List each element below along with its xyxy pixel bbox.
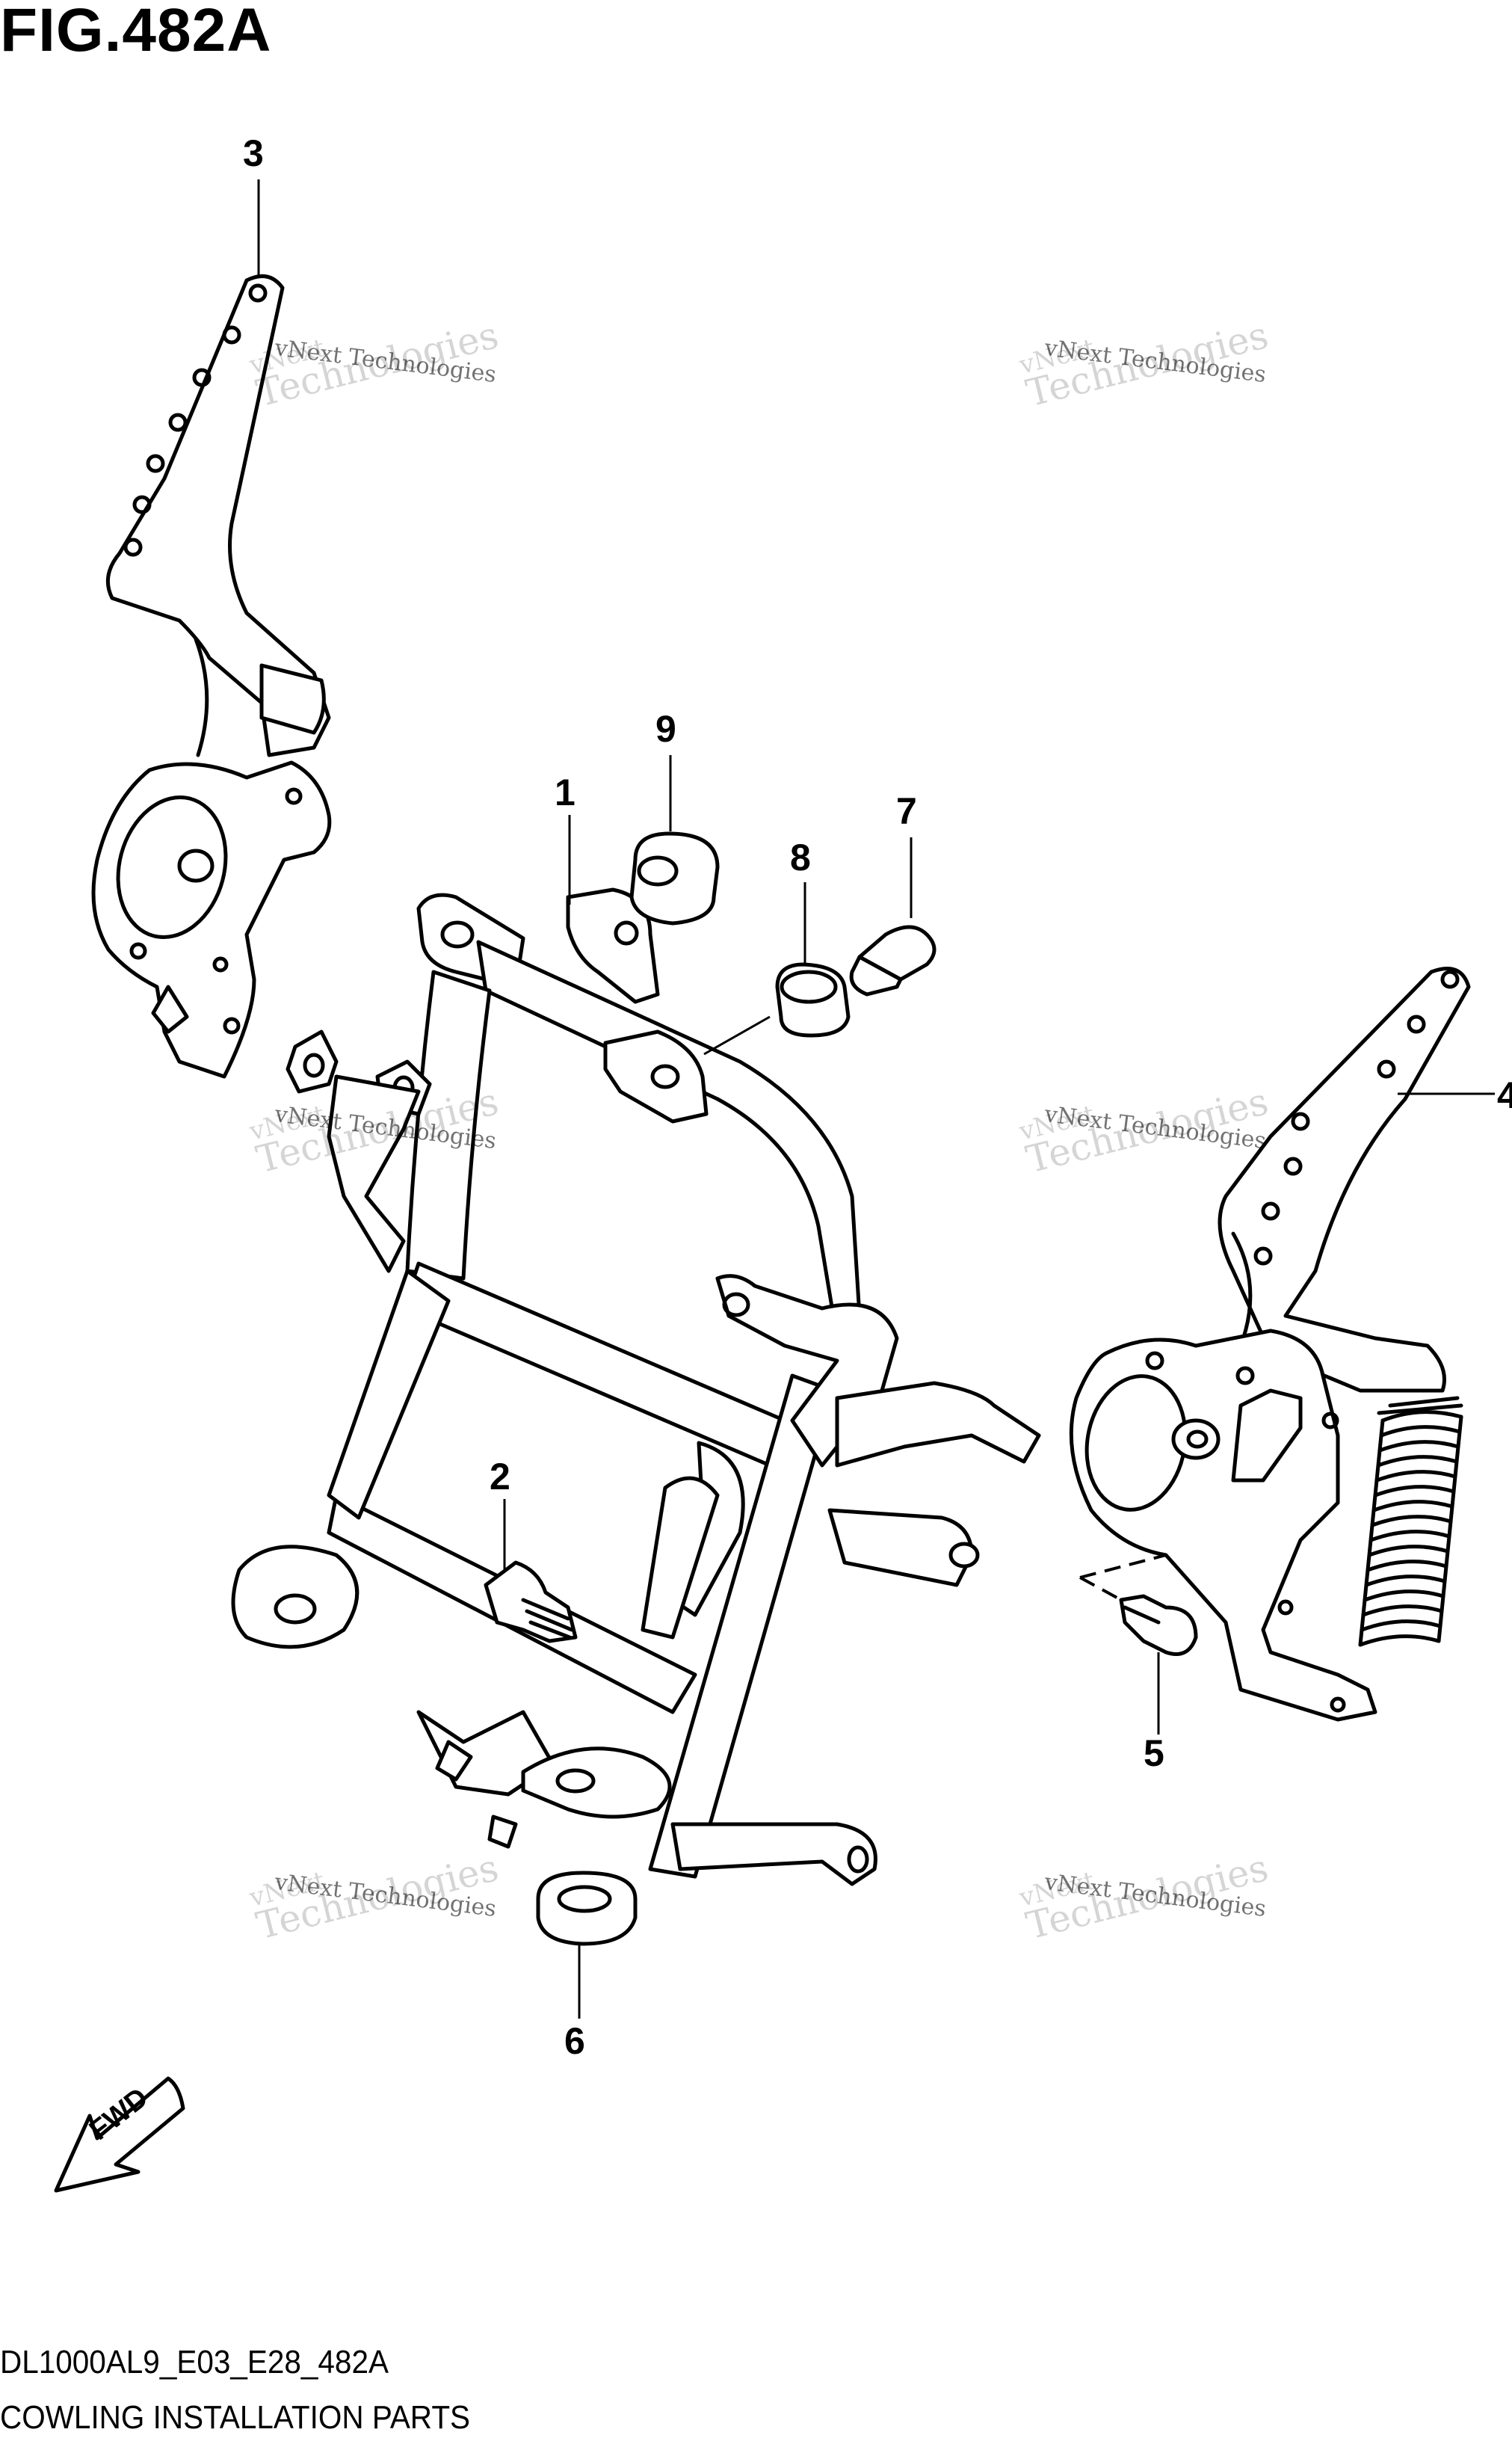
figure-title: FIG.482A [0,0,272,64]
callout-6: 6 [564,2020,585,2062]
grommet-part-6 [536,1871,638,1946]
bolt-part-2 [484,1560,578,1643]
section-name: COWLING INSTALLATION PARTS [0,2399,471,2436]
right-mirror-bracket [1069,967,1471,1722]
model-code: DL1000AL9_E03_E28_482A [0,2344,389,2380]
left-lower-stay [286,1029,432,1273]
fwd-arrow-icon [54,2076,185,2193]
bolt-part-5 [1119,1594,1198,1656]
callout-1: 1 [555,772,576,813]
left-mirror-bracket [91,274,332,1079]
cushion-part-9 [629,831,720,926]
spring-coil [1358,1396,1463,1647]
bolt-part-7 [849,925,936,997]
callout-8: 8 [790,837,811,878]
assembly-guide-dash [1079,1554,1167,1601]
callout-3: 3 [243,132,264,174]
callout-7: 7 [896,790,917,832]
spacer-part-8 [775,962,851,1038]
callout-2: 2 [490,1456,510,1498]
cowling-brace-frame [231,887,1041,1886]
callout-9: 9 [655,708,676,750]
callout-4: 4 [1497,1074,1512,1116]
callout-line-8-guide [703,1015,771,1056]
callout-5: 5 [1144,1732,1164,1774]
